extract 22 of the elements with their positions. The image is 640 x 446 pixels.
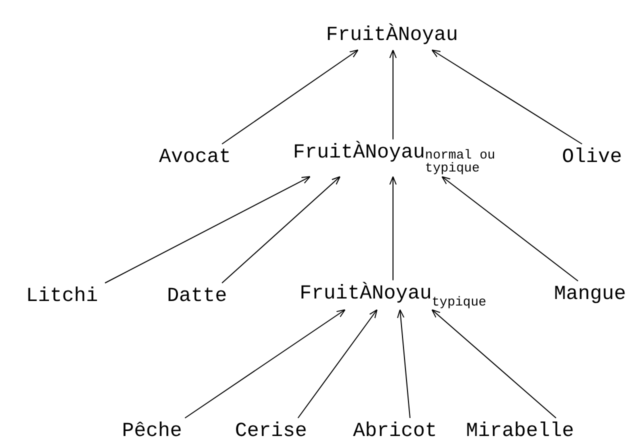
arrow — [184, 309, 346, 418]
arrow — [222, 176, 340, 284]
arrow — [104, 176, 310, 284]
arrow — [298, 309, 378, 418]
arrow — [389, 176, 397, 281]
node-label: Avocat — [159, 146, 231, 170]
node-label: Abricot — [353, 420, 437, 444]
node-label: FruitÀNoyau$_{typique}$ — [300, 282, 486, 308]
arrow — [222, 50, 358, 144]
arrow — [432, 309, 556, 418]
arrow — [389, 50, 397, 140]
node-label: Mangue — [554, 283, 626, 307]
node-label: Pêche — [122, 420, 182, 444]
arrow — [442, 176, 578, 282]
node-label: Cerise — [235, 420, 307, 444]
node-label: FruitÀNoyau — [326, 24, 458, 48]
arrow — [432, 50, 582, 144]
arrow — [397, 309, 410, 418]
node-label: Litchi — [26, 285, 98, 309]
node-label: Mirabelle — [466, 420, 574, 444]
node-label: Datte — [167, 285, 227, 309]
node-label: Olive — [562, 146, 622, 170]
